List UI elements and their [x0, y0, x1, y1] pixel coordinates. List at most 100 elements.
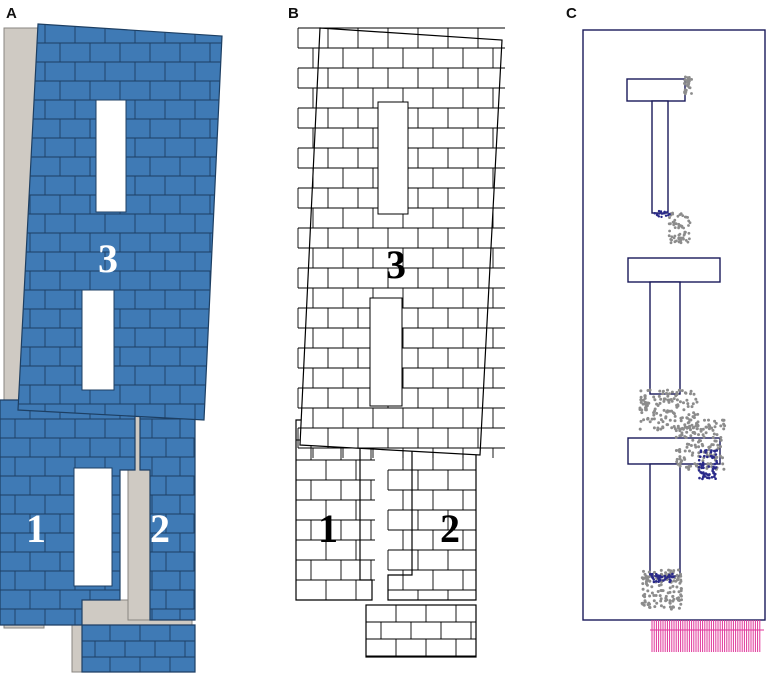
damage-particle — [657, 421, 661, 425]
damage-particle — [662, 579, 665, 582]
damage-particle — [652, 578, 655, 581]
damage-particle — [680, 416, 684, 420]
panel-b-crack-pattern: 1 2 3 — [295, 27, 505, 658]
damage-particle — [691, 402, 695, 406]
damage-particle — [670, 426, 674, 430]
slab-top — [626, 78, 686, 102]
damage-particle — [688, 237, 691, 241]
damage-particle — [685, 442, 689, 446]
damage-particle — [710, 476, 714, 479]
damage-particle — [659, 397, 663, 401]
damage-particle — [664, 214, 668, 217]
damage-particle — [666, 398, 670, 402]
region-label-3: 3 — [98, 236, 118, 281]
damage-particle — [668, 212, 671, 216]
damage-particle — [662, 212, 665, 215]
damage-particle — [683, 423, 687, 427]
damage-particle — [708, 473, 711, 476]
window-opening — [81, 289, 115, 391]
damage-particle — [697, 433, 700, 437]
damage-particle — [695, 421, 698, 425]
damage-particle — [678, 213, 682, 217]
damage-particle — [716, 443, 720, 447]
damage-particle — [679, 589, 683, 593]
damage-particle — [668, 392, 671, 396]
damage-particle — [640, 411, 644, 415]
damage-particle — [715, 433, 719, 437]
damage-particle — [714, 466, 718, 469]
damage-particle — [675, 398, 679, 402]
damage-particle — [692, 411, 696, 415]
damage-particle — [666, 388, 669, 392]
damage-particle — [666, 591, 670, 595]
damage-particle — [662, 408, 666, 412]
damage-particle — [710, 449, 713, 452]
damage-particle — [714, 421, 718, 425]
damage-particle — [655, 411, 659, 415]
damage-particle — [644, 408, 648, 412]
damage-particle — [678, 232, 682, 236]
damage-particle — [688, 86, 691, 89]
damage-particle — [686, 402, 690, 406]
damage-particle — [713, 475, 716, 479]
damage-particle — [721, 462, 725, 466]
damage-particle — [678, 400, 682, 404]
damage-particle — [650, 591, 654, 595]
damage-particle — [653, 570, 656, 574]
damage-particle — [687, 81, 691, 85]
damage-particle — [687, 224, 690, 227]
damage-particle — [694, 445, 698, 449]
damage-particle — [704, 425, 708, 429]
damage-particle — [714, 439, 718, 443]
damage-particle — [698, 476, 701, 480]
slab-middle — [627, 257, 721, 283]
damage-particle — [646, 389, 650, 392]
damage-particle — [661, 389, 665, 393]
region-label-2: 2 — [440, 506, 460, 551]
damage-particle — [675, 391, 679, 394]
damage-particle — [660, 589, 664, 593]
damage-particle — [671, 220, 675, 224]
damage-particle — [679, 236, 683, 240]
door-opening — [73, 467, 113, 587]
damage-particle — [690, 423, 694, 427]
damage-particle — [712, 470, 715, 474]
damage-particle — [670, 235, 674, 239]
damage-particle — [642, 603, 646, 607]
damage-particle — [712, 432, 716, 436]
damage-particle — [653, 212, 656, 215]
damage-particle — [666, 210, 669, 214]
damage-particle — [699, 427, 703, 431]
damage-particle — [690, 405, 694, 409]
damage-particle — [647, 570, 651, 574]
panel-a-deformed-wall: 1 2 3 — [0, 23, 223, 673]
damage-particle — [676, 404, 680, 408]
damage-particle — [680, 431, 684, 435]
damage-particle — [656, 404, 660, 407]
damage-particle — [678, 462, 682, 466]
damage-particle — [660, 575, 664, 579]
damage-particle — [682, 456, 686, 460]
damage-particle — [665, 598, 669, 602]
damage-particle — [718, 454, 722, 458]
damage-particle — [701, 459, 705, 463]
damage-particle — [650, 575, 654, 579]
damage-particle — [654, 580, 658, 583]
damage-particle — [668, 580, 671, 584]
damage-particle — [639, 395, 643, 399]
damage-particle — [710, 443, 714, 447]
damage-particle — [671, 211, 674, 215]
damage-particle — [698, 462, 702, 466]
damage-particle — [640, 601, 644, 605]
damage-particle — [690, 92, 693, 95]
damage-particle — [671, 595, 675, 598]
damage-particle — [676, 214, 680, 218]
damage-particle — [679, 224, 682, 228]
damage-particle — [668, 575, 671, 579]
window-opening — [369, 297, 403, 407]
damage-particle — [719, 438, 723, 442]
damage-particle — [689, 392, 692, 396]
damage-particle — [652, 417, 656, 421]
damage-particle — [686, 84, 689, 88]
damage-particle — [719, 424, 723, 428]
